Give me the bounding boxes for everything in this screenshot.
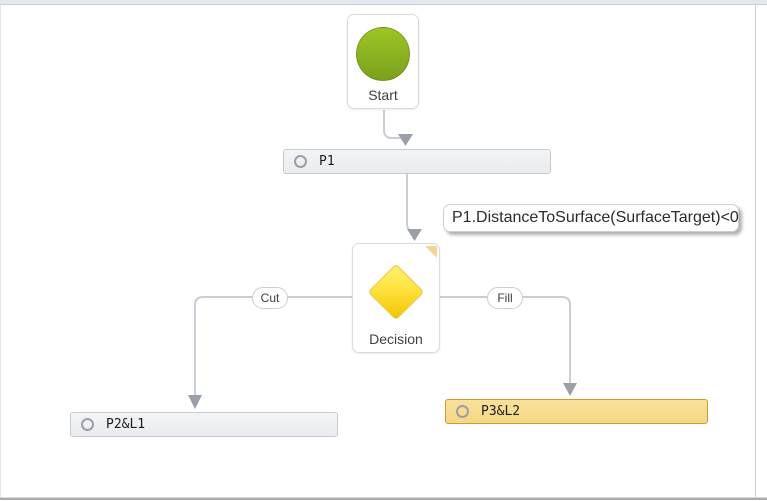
canvas-right-border bbox=[755, 5, 756, 497]
node-p1[interactable]: P1 bbox=[283, 149, 551, 174]
canvas-top-band bbox=[0, 0, 767, 5]
node-p2l1-label: P2&L1 bbox=[106, 417, 146, 432]
canvas-bottom-border bbox=[0, 497, 767, 500]
connector-line bbox=[194, 296, 352, 397]
edge-fill-text: Fill bbox=[497, 291, 513, 305]
connector-line bbox=[406, 174, 414, 232]
connector-decision-to-p3l2[interactable] bbox=[440, 296, 577, 396]
edge-label-cut[interactable]: Cut bbox=[252, 287, 288, 309]
node-start-label: Start bbox=[368, 87, 398, 103]
connector-decision-to-p2l1[interactable] bbox=[188, 296, 352, 409]
note-fold-icon bbox=[425, 246, 437, 258]
connector-p1-to-decision[interactable] bbox=[406, 174, 422, 241]
task-ring-icon bbox=[456, 405, 469, 418]
connector-line bbox=[440, 296, 571, 385]
condition-text: P1.DistanceToSurface(SurfaceTarget)<0 bbox=[452, 209, 739, 226]
start-event-icon bbox=[356, 27, 410, 81]
node-p3l2[interactable]: P3&L2 bbox=[445, 399, 708, 424]
arrowhead-icon bbox=[563, 383, 577, 396]
node-decision-label: Decision bbox=[369, 331, 423, 347]
node-p2l1[interactable]: P2&L1 bbox=[70, 412, 338, 437]
node-p1-label: P1 bbox=[319, 154, 335, 169]
arrowhead-icon bbox=[188, 395, 202, 409]
connector-line bbox=[383, 110, 402, 139]
canvas-left-border bbox=[0, 5, 1, 497]
node-start[interactable]: Start bbox=[347, 14, 419, 109]
arrowhead-icon bbox=[407, 229, 422, 241]
edge-condition-label[interactable]: P1.DistanceToSurface(SurfaceTarget)<0 bbox=[443, 204, 739, 232]
connector-start-to-p1[interactable] bbox=[383, 110, 413, 146]
gateway-diamond-icon bbox=[367, 263, 425, 321]
arrowhead-icon bbox=[398, 134, 413, 146]
task-ring-icon bbox=[294, 155, 307, 168]
node-decision[interactable]: Decision bbox=[352, 243, 440, 353]
edge-cut-text: Cut bbox=[260, 291, 280, 305]
node-p3l2-label: P3&L2 bbox=[481, 404, 521, 419]
task-ring-icon bbox=[81, 418, 94, 431]
edge-label-fill[interactable]: Fill bbox=[487, 287, 523, 309]
